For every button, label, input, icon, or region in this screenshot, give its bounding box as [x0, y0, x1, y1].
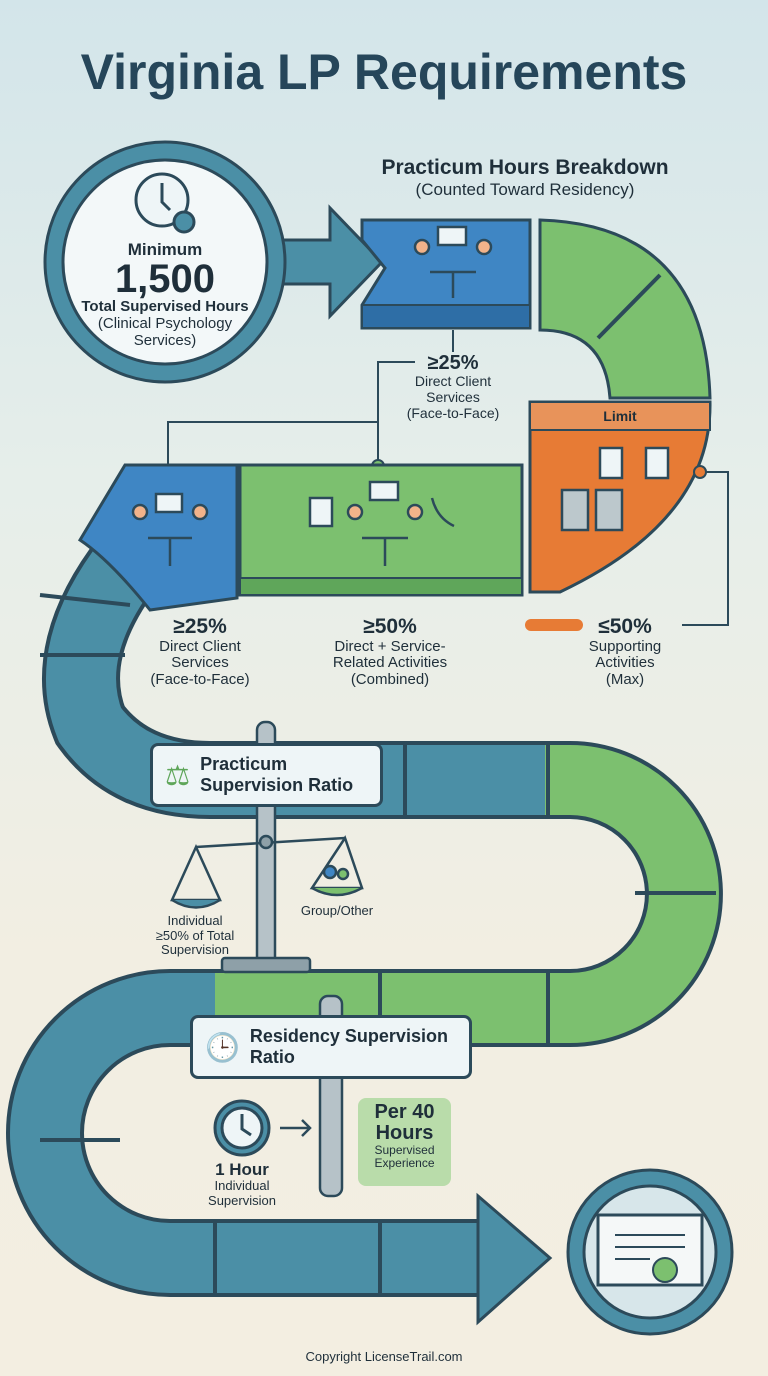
individual-label: Individual ≥50% of Total Supervision [140, 913, 250, 958]
practicum-ratio-card: ⚖ Practicum Supervision Ratio [150, 743, 383, 807]
documents-icon [560, 446, 670, 532]
per-40-hours-badge [358, 1098, 451, 1186]
top-direct-sub: (Face-to-Face) [406, 404, 500, 421]
road-arrow-head [476, 1192, 553, 1326]
item-supporting: ≤50% Supporting Activities (Max) [570, 615, 680, 689]
meeting-phone-icon [308, 480, 455, 566]
total-sub: (Clinical Psychology Services) [97, 314, 233, 349]
clock-gear-icon [134, 172, 196, 234]
top-direct-label: ≥25% Direct Client Services (Face-to-Fac… [390, 352, 516, 421]
per-value: Per 40 Hours [374, 1101, 435, 1144]
item-value: ≥50% [363, 615, 417, 638]
item-sub: (Face-to-Face) [150, 671, 250, 689]
balance-scale [170, 834, 364, 909]
residency-ratio-card: 🕒 Residency Supervision Ratio [190, 1015, 472, 1079]
individual-requirement: ≥50% of Total Supervision [155, 927, 235, 958]
connector-lines [167, 330, 729, 626]
total-label: Total Supervised Hours [81, 298, 249, 316]
total-value: 1,500 [114, 257, 216, 302]
total-label-top: Minimum [127, 240, 203, 259]
item-label: Direct + Service-Related Activities [332, 637, 448, 672]
per-label: Supervised Experience [374, 1143, 435, 1171]
item-value: ≥25% [173, 615, 227, 638]
certificate-icon [566, 1168, 734, 1336]
item-direct: ≥25% Direct Client Services (Face-to-Fac… [130, 615, 270, 689]
orange-limit-marker [525, 619, 583, 631]
item-label: Supporting Activities [588, 637, 662, 672]
individual-text: Individual [167, 913, 223, 928]
residency-ratio-title: Residency Supervision Ratio [249, 1026, 448, 1067]
client-meeting-icon [413, 225, 493, 298]
footer-copyright: Copyright LicenseTrail.com [305, 1349, 463, 1364]
per-hours-block: Per 40 Hours Supervised Experience [358, 1102, 451, 1170]
limit-label: Limit [603, 408, 637, 424]
page-title: Virginia LP Requirements [80, 44, 688, 100]
item-label: Direct Client Services [159, 637, 241, 672]
road-separators [39, 593, 716, 1296]
item-sub: (Max) [605, 671, 645, 689]
group-label: Group/Other [300, 903, 374, 918]
top-direct-value: ≥25% [427, 352, 479, 374]
practicum-subtitle: (Counted Toward Residency) [415, 179, 635, 199]
scale-icon: ⚖ [165, 759, 191, 791]
practicum-ratio-title: Practicum Supervision Ratio [200, 754, 354, 795]
total-hours-block: Minimum 1,500 Total Supervised Hours (Cl… [65, 240, 265, 349]
clock-icon-small: 🕒 [205, 1031, 240, 1063]
one-hour-block: 1 Hour Individual Supervision [192, 1160, 292, 1208]
hours-value: 1 Hour [215, 1160, 269, 1179]
item-combined: ≥50% Direct + Service-Related Activities… [310, 615, 470, 689]
practicum-title: Practicum Hours Breakdown [381, 156, 669, 179]
client-meeting-icon-left [131, 492, 209, 566]
item-value: ≤50% [598, 615, 652, 638]
item-sub: (Combined) [350, 671, 430, 689]
arrow-right-icon [280, 1119, 312, 1137]
hours-label: Individual Supervision [208, 1178, 276, 1208]
clock-icon [213, 1099, 271, 1157]
top-direct-text: Direct Client Services [414, 373, 492, 406]
